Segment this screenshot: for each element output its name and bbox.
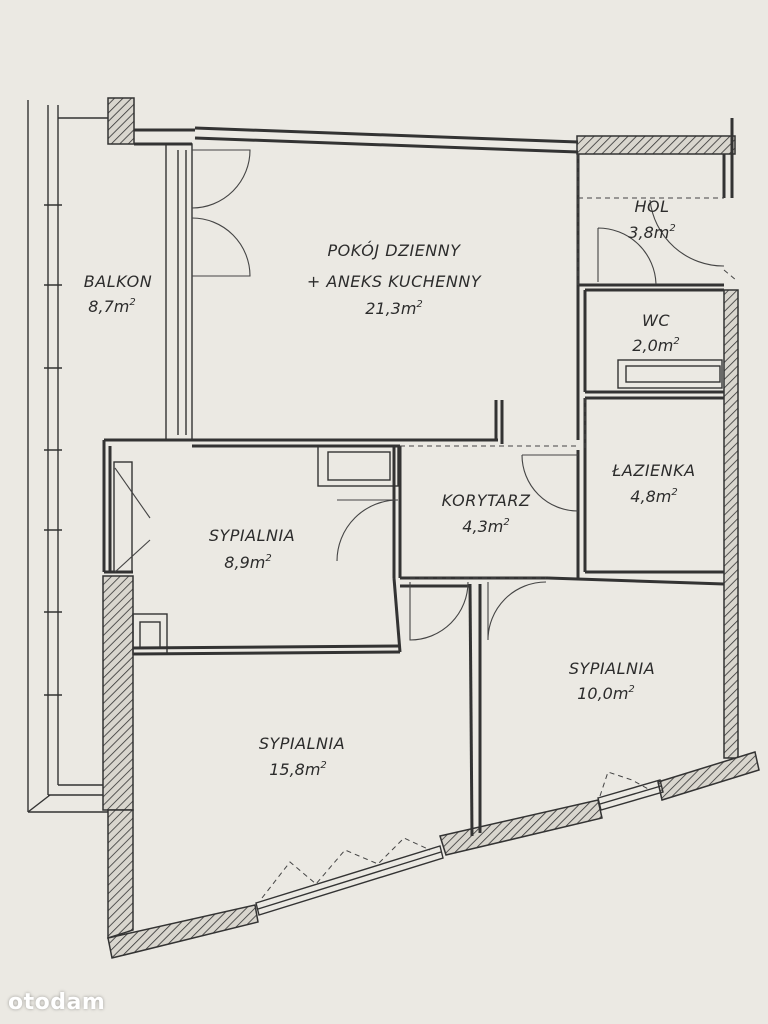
svg-text:ŁAZIENKA: ŁAZIENKA <box>611 461 695 480</box>
svg-text:4,8m2: 4,8m2 <box>630 487 677 506</box>
svg-text:SYPIALNIA: SYPIALNIA <box>209 526 295 545</box>
otodam-watermark: otodam <box>8 990 106 1015</box>
balcony-outline <box>27 100 110 813</box>
svg-text:+ ANEKS KUCHENNY: + ANEKS KUCHENNY <box>307 272 482 291</box>
windows <box>255 771 664 916</box>
svg-text:3,8m2: 3,8m2 <box>628 223 675 242</box>
svg-text:WC: WC <box>642 311 670 330</box>
svg-text:SYPIALNIA: SYPIALNIA <box>569 659 655 678</box>
room-label-sypialnia-large: SYPIALNIA 15,8m2 <box>259 734 345 779</box>
room-label-sypialnia-right: SYPIALNIA 10,0m2 <box>569 659 655 703</box>
interior-walls <box>102 118 734 837</box>
room-label-wc: WC 2,0m2 <box>632 311 679 355</box>
room-label-sypialnia-small: SYPIALNIA 8,9m2 <box>209 526 295 572</box>
room-label-pokoj-dzienny: POKÓJ DZIENNY + ANEKS KUCHENNY 21,3m2 <box>307 241 482 318</box>
svg-text:POKÓJ DZIENNY: POKÓJ DZIENNY <box>327 241 461 260</box>
openings <box>400 154 737 579</box>
svg-text:BALKON: BALKON <box>84 272 152 291</box>
svg-text:SYPIALNIA: SYPIALNIA <box>259 734 345 753</box>
svg-text:2,0m2: 2,0m2 <box>632 336 679 355</box>
svg-text:KORYTARZ: KORYTARZ <box>442 491 531 510</box>
svg-text:15,8m2: 15,8m2 <box>269 760 327 779</box>
room-label-korytarz: KORYTARZ 4,3m2 <box>442 491 531 536</box>
room-label-balkon: BALKON 8,7m2 <box>84 272 152 316</box>
exterior-walls <box>102 97 760 959</box>
svg-text:21,3m2: 21,3m2 <box>365 299 423 318</box>
room-label-hol: HOL 3,8m2 <box>628 197 675 242</box>
svg-text:8,7m2: 8,7m2 <box>88 297 135 316</box>
svg-text:8,9m2: 8,9m2 <box>224 553 271 572</box>
doors <box>114 149 725 641</box>
svg-text:4,3m2: 4,3m2 <box>462 517 509 536</box>
svg-text:HOL: HOL <box>634 197 669 216</box>
room-label-lazienka: ŁAZIENKA 4,8m2 <box>611 461 695 506</box>
svg-text:10,0m2: 10,0m2 <box>577 684 635 703</box>
